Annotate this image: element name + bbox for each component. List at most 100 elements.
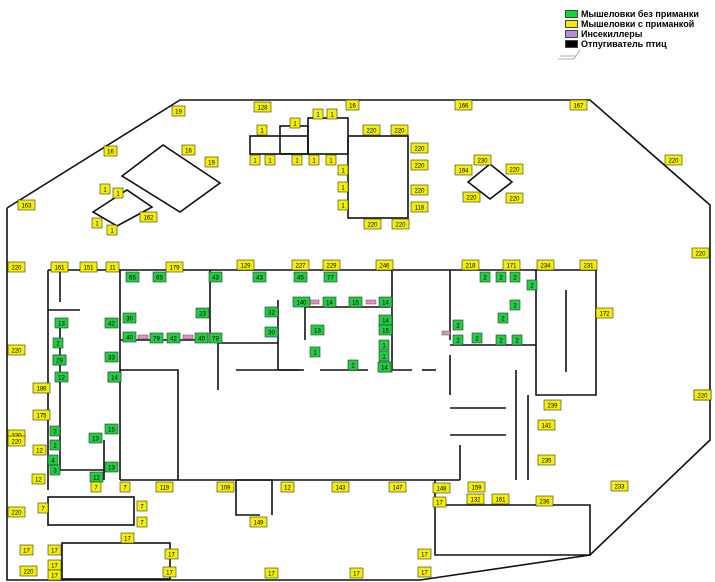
marker-label: 171	[506, 264, 517, 270]
marker-label: 17	[23, 549, 30, 555]
marker-box	[461, 259, 480, 271]
trap-bait-marker: 17	[432, 496, 447, 508]
trap-bait-marker: 17	[120, 532, 135, 544]
marker-box	[595, 307, 614, 319]
marker-label: 15	[108, 428, 115, 434]
marker-box	[348, 296, 363, 308]
trap-no-bait-marker: 45	[293, 271, 308, 283]
marker-label: 2	[513, 276, 517, 282]
marker-label: 147	[392, 486, 403, 492]
marker-label: 140	[296, 301, 307, 307]
marker-box	[149, 332, 164, 344]
marker-label: 239	[547, 404, 558, 410]
trap-bait-marker: 17	[162, 566, 177, 578]
marker-box	[536, 259, 555, 271]
marker-label: 2	[501, 317, 505, 323]
marker-box	[7, 344, 26, 356]
trap-bait-marker: 149	[249, 516, 268, 528]
legend-item-bird-repeller: Отпугиватель птиц	[565, 39, 699, 49]
marker-label: 179	[169, 266, 180, 272]
marker-label: 12	[58, 376, 65, 382]
marker-box	[349, 567, 364, 579]
marker-box	[204, 156, 219, 168]
marker-box	[264, 326, 279, 338]
trap-bait-marker: 220	[390, 124, 409, 136]
marker-label: 43	[212, 276, 219, 282]
marker-box	[410, 184, 429, 196]
marker-box	[511, 334, 523, 346]
marker-box	[7, 506, 26, 518]
marker-label: 119	[160, 486, 170, 492]
trap-no-bait-marker: 15	[378, 324, 393, 336]
marker-box	[466, 493, 485, 505]
trap-bait-marker: 16	[181, 144, 196, 156]
legend-label: Инсекиллеры	[581, 29, 643, 39]
marker-label: 30	[126, 317, 133, 323]
marker-label: 129	[240, 264, 251, 270]
trap-bait-marker: 7	[37, 502, 49, 514]
marker-label: 1	[341, 169, 345, 175]
marker-label: 1	[341, 186, 345, 192]
trap-bait-marker: 220	[462, 191, 481, 203]
marker-box	[569, 99, 588, 111]
trap-bait-marker: 1	[106, 224, 118, 236]
trap-bait-marker: 1	[91, 217, 103, 229]
marker-label: 151	[83, 266, 94, 272]
marker-label: 109	[220, 486, 231, 492]
marker-label: 161	[54, 266, 65, 272]
trap-bait-marker: 220	[410, 159, 429, 171]
trap-no-bait-marker: 65	[152, 271, 167, 283]
trap-bait-marker: 220	[693, 389, 712, 401]
trap-bait-marker: 229	[322, 259, 341, 271]
trap-bait-marker: 162	[139, 211, 158, 223]
marker-box	[236, 259, 255, 271]
marker-label: 14	[382, 301, 389, 307]
black-swatch-icon	[565, 40, 578, 48]
marker-label: 17	[124, 537, 131, 543]
wall	[535, 269, 597, 396]
marker-label: 220	[395, 223, 406, 229]
trap-bait-marker: 167	[569, 99, 588, 111]
trap-bait-marker: 220	[7, 344, 26, 356]
marker-box	[693, 389, 712, 401]
trap-no-bait-marker: 23	[195, 307, 210, 319]
marker-label: 1	[312, 159, 316, 165]
trap-no-bait-marker: 2	[452, 319, 464, 331]
marker-box	[462, 191, 481, 203]
small-rack-icon	[558, 49, 581, 60]
marker-box	[454, 164, 473, 176]
trap-bait-marker: 246	[375, 259, 394, 271]
marker-label: 220	[414, 147, 425, 153]
marker-box	[362, 124, 381, 136]
marker-label: 2	[56, 342, 60, 348]
legend-item-traps-no-bait: Мышеловки без приманки	[565, 9, 699, 19]
marker-box	[47, 544, 62, 556]
marker-box	[491, 493, 510, 505]
marker-box	[377, 361, 392, 373]
marker-box	[410, 159, 429, 171]
legend-label: Мышеловки без приманки	[581, 9, 699, 19]
marker-label: 45	[297, 276, 304, 282]
trap-bait-marker: 12	[31, 473, 46, 485]
marker-box	[347, 359, 359, 371]
marker-box	[165, 261, 184, 273]
annex-block-c	[307, 117, 349, 155]
marker-box	[249, 154, 261, 166]
trap-bait-marker: 143	[331, 481, 350, 493]
marker-box	[88, 432, 103, 444]
marker-box	[112, 187, 124, 199]
marker-label: 19	[175, 110, 182, 116]
marker-box	[388, 481, 407, 493]
trap-no-bait-marker: 12	[89, 471, 104, 483]
marker-label: 118	[415, 206, 425, 212]
marker-box	[104, 317, 119, 329]
trap-no-bait-marker: 42	[104, 317, 119, 329]
trap-bait-marker: 175	[32, 409, 51, 421]
marker-label: 220	[11, 349, 22, 355]
trap-no-bait-marker: 1	[378, 350, 390, 362]
marker-label: 1	[316, 113, 320, 119]
trap-bait-marker: 1	[264, 154, 276, 166]
trap-no-bait-marker: 13	[88, 432, 103, 444]
trap-no-bait-marker: 14	[107, 371, 122, 383]
trap-bait-marker: 235	[537, 454, 556, 466]
